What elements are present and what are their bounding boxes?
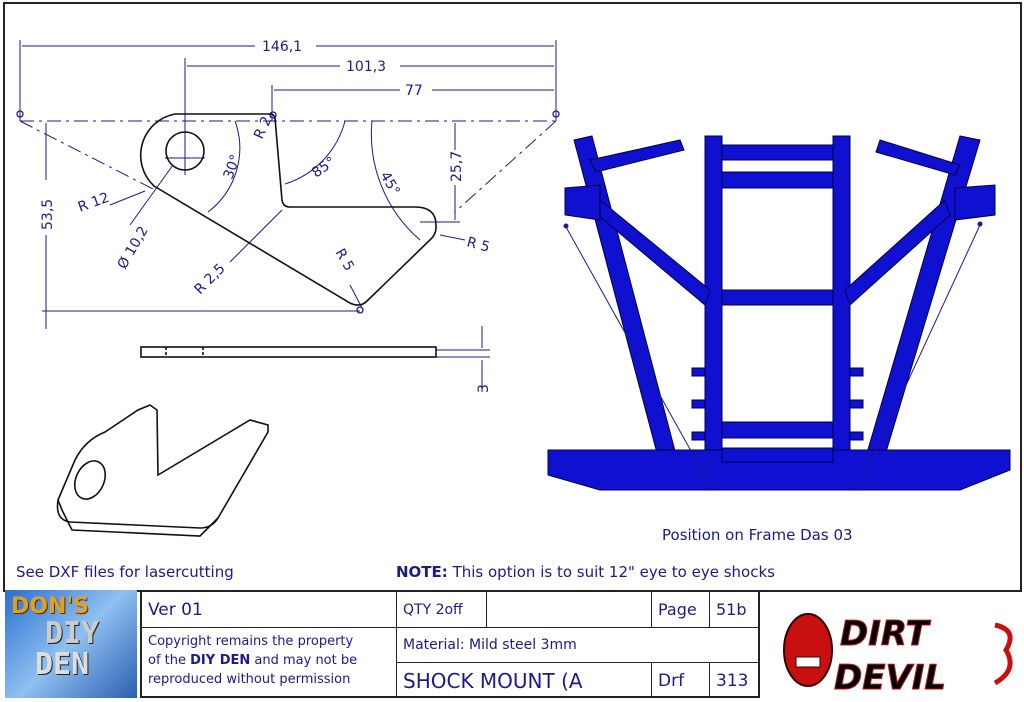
copyright-owner: DIY DEN (190, 653, 251, 668)
angle-30: 30° (221, 153, 245, 182)
radius-r12: R 12 (76, 190, 112, 216)
note-text: This option is to suit 12" eye to eye sh… (452, 563, 775, 581)
drf-label: Drf (652, 663, 710, 698)
blank-cell (487, 592, 652, 628)
shock-note: NOTE: This option is to suit 12" eye to … (396, 563, 775, 581)
copyright-text: of the (148, 653, 191, 668)
reference-points (16, 110, 560, 314)
drf-number: 313 (716, 670, 749, 691)
page-number: 51b (710, 592, 760, 628)
title-block: Ver 01 QTY 2off Page 51b Copyright remai… (140, 590, 760, 698)
svg-text:DIRT: DIRT (840, 614, 932, 654)
version: Ver 01 (142, 592, 397, 628)
dim-notch-depth: 25,7 (449, 151, 465, 182)
frame-caption: Position on Frame Das 03 (662, 526, 853, 544)
page-label: Page (652, 592, 710, 628)
dim-to-hole: 101,3 (346, 59, 386, 75)
part-profile (56, 113, 437, 537)
shock-mount-drawing: 146,1 101,3 77 53,5 25,7 3 R 12 R 2 R 2,… (16, 39, 1011, 544)
copyright-text: and may not be (250, 653, 358, 668)
note-label: NOTE: (396, 563, 448, 581)
dim-thickness: 3 (476, 384, 492, 393)
dimension-labels: 146,1 101,3 77 53,5 25,7 3 R 12 R 2 R 2,… (40, 39, 492, 393)
dim-to-notch: 77 (405, 83, 423, 99)
dons-diy-den-logo: DON'S DIY DEN (5, 590, 137, 698)
frame-render (547, 135, 1011, 491)
part-name: SHOCK MOUNT (A (397, 663, 652, 698)
copyright-line-3: reproduced without permission (148, 672, 351, 687)
dxf-note: See DXF files for lasercutting (16, 563, 234, 581)
radius-r5-right: R 5 (465, 234, 491, 255)
material: Material: Mild steel 3mm (397, 628, 760, 663)
hole-diameter: Ø 10,2 (115, 224, 152, 272)
copyright-notice: Copyright remains the property of the DI… (142, 628, 397, 698)
dirt-devil-logo: DIRT DEVIL (770, 605, 1020, 699)
frame-leaders (563, 221, 983, 486)
radius-r5-bottom: R 5 (332, 246, 357, 274)
dim-height: 53,5 (40, 199, 56, 230)
copyright-line-2: of the DIY DEN and may not be (148, 651, 396, 670)
angle-85: 85° (309, 154, 339, 181)
quantity: QTY 2off (397, 592, 487, 628)
copyright-line-1: Copyright remains the property (148, 634, 354, 649)
dimension-lines (19, 40, 557, 392)
dim-overall: 146,1 (262, 39, 302, 55)
angle-45: 45° (377, 169, 403, 199)
svg-text:DEVIL: DEVIL (834, 658, 946, 695)
radius-r25: R 2,5 (192, 261, 229, 298)
